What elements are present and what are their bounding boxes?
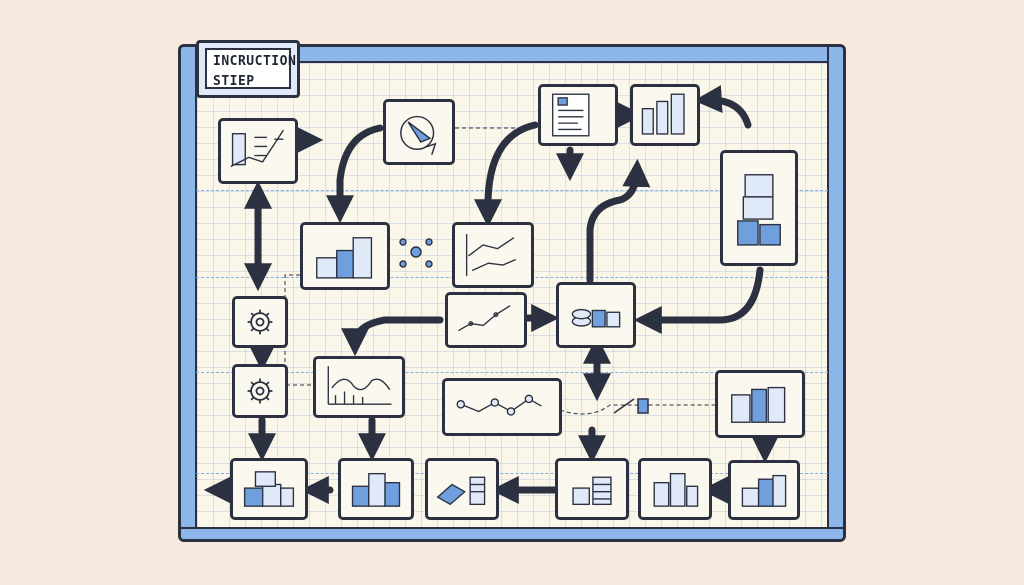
disk-stack-icon [559, 285, 633, 345]
node-card-coins[interactable] [425, 458, 499, 520]
node-coins-bottom-1[interactable] [555, 458, 629, 520]
node-box-tower[interactable] [720, 150, 798, 266]
title-line-2: STIEP [213, 74, 255, 89]
path-chain-icon [445, 381, 559, 433]
board-left-bar [181, 47, 197, 539]
node-disk-stack[interactable] [556, 282, 636, 348]
line-chart-icon [448, 295, 524, 345]
document-icon [541, 87, 615, 143]
node-line-center[interactable] [445, 292, 527, 348]
coin-stack-icon [633, 87, 697, 143]
title-line-1: INCRUCTION [213, 54, 296, 69]
node-coin-stacks-top[interactable] [630, 84, 700, 146]
node-bottom-cubes-2[interactable] [338, 458, 414, 520]
card-coin-icon [428, 461, 496, 517]
coin-stack-icon [641, 461, 709, 517]
node-bottom-left-cubes[interactable] [230, 458, 308, 520]
node-cycle[interactable] [383, 99, 455, 165]
node-gear-2[interactable] [232, 364, 288, 418]
title-label: INCRUCTION STIEP [196, 40, 300, 98]
node-area-chart[interactable] [313, 356, 405, 418]
cycle-arrow-icon [386, 102, 452, 162]
board-right-bar [827, 47, 843, 539]
node-cubes-left[interactable] [300, 222, 390, 290]
node-gear-1[interactable] [232, 296, 288, 348]
trend-chart-icon [455, 225, 531, 285]
node-path-chain[interactable] [442, 378, 562, 436]
network-icon [395, 232, 437, 272]
gear-icon [235, 299, 285, 345]
node-chart-sheet[interactable] [218, 118, 298, 184]
node-bottom-right-cubes[interactable] [728, 460, 800, 520]
board-bottom-bar [181, 527, 843, 539]
chart-sheet-icon [221, 121, 295, 181]
coin-stack-icon [558, 461, 626, 517]
cube-stack-icon [303, 225, 387, 287]
area-chart-icon [316, 359, 402, 415]
box-tower-icon [723, 153, 795, 263]
cube-stack-icon [731, 463, 797, 517]
node-document[interactable] [538, 84, 618, 146]
gear-icon [235, 367, 285, 415]
file-stack-icon [718, 373, 802, 435]
cube-stack-icon [341, 461, 411, 517]
cube-stack-icon [233, 461, 305, 517]
node-coins-bottom-2[interactable] [638, 458, 712, 520]
node-trend-chart[interactable] [452, 222, 534, 288]
node-right-files[interactable] [715, 370, 805, 438]
pin-marker-icon [610, 395, 654, 417]
